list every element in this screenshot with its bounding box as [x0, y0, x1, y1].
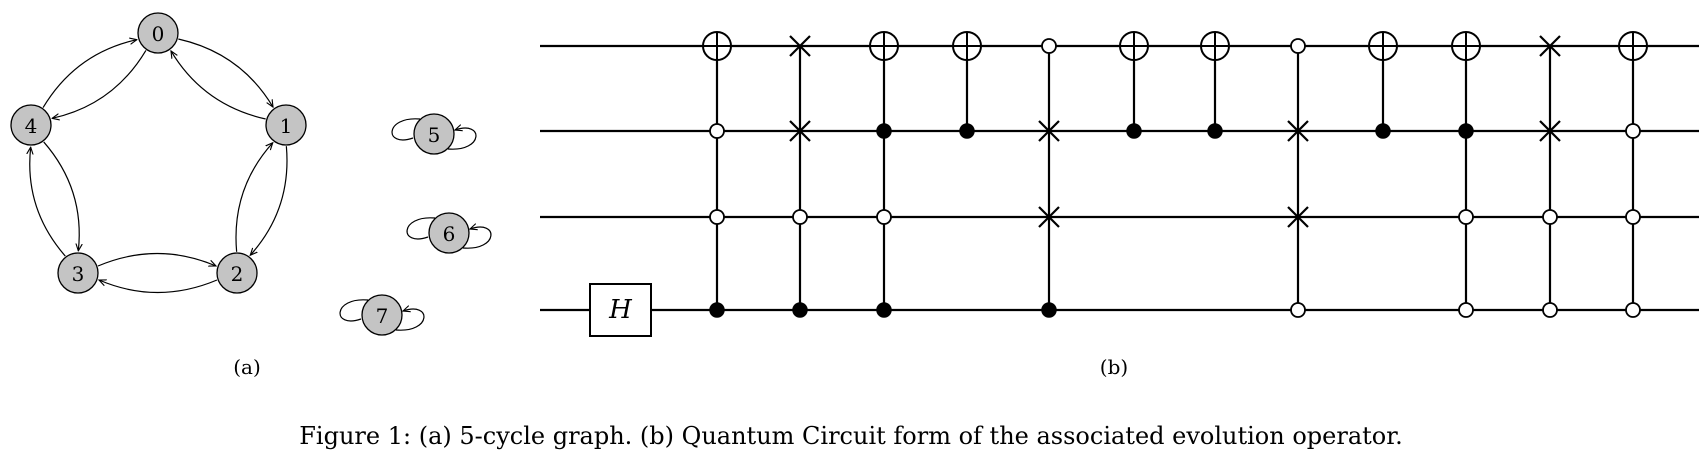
self-loop-edge [406, 217, 492, 249]
node-label: 0 [152, 22, 165, 46]
gate-column-7 [1200, 31, 1230, 139]
control-dot-open [1625, 123, 1641, 139]
graph-edge [99, 280, 218, 294]
circuit-sublabel: (b) [1100, 355, 1128, 379]
control-dot-open [1542, 302, 1558, 318]
graph-node-6: 6 [428, 212, 470, 254]
h-gate-label: H [608, 295, 633, 325]
swap-cross [789, 35, 811, 57]
graph-node-5: 5 [413, 113, 455, 155]
control-dot-open [1290, 302, 1306, 318]
node-circle [57, 252, 99, 294]
control-dot-open [1542, 209, 1558, 225]
control-dot-open [1458, 209, 1474, 225]
node-circle [137, 12, 179, 54]
control-dot-filled [1041, 302, 1057, 318]
swap-cross [1038, 120, 1060, 142]
graph-edge [97, 252, 216, 267]
gate-column-11 [1539, 35, 1561, 318]
graph-panel: 0 1 2 3 4 5 6 7 (a) [10, 12, 492, 379]
self-loop-edge [339, 299, 425, 331]
graph-node-1: 1 [265, 104, 307, 146]
graph-nodes: 0 1 2 3 4 5 6 7 [10, 12, 470, 336]
node-circle [428, 212, 470, 254]
graph-node-2: 2 [216, 252, 258, 294]
node-label: 7 [376, 304, 389, 328]
gate-column-9 [1368, 31, 1398, 139]
node-circle [10, 104, 52, 146]
control-dot-filled [709, 302, 725, 318]
graph-edge [171, 51, 266, 120]
node-label: 4 [25, 114, 38, 138]
node-circle [265, 104, 307, 146]
gate-column-6 [1119, 31, 1149, 139]
figure-caption: Figure 1: (a) 5-cycle graph. (b) Quantum… [299, 422, 1402, 450]
node-circle [361, 294, 403, 336]
graph-node-3: 3 [57, 252, 99, 294]
gate-column-4 [952, 31, 982, 139]
control-dot-open [1041, 38, 1057, 54]
gate-column-3 [869, 31, 899, 318]
h-gate-box [589, 283, 652, 337]
control-dot-open [709, 209, 725, 225]
control-dot-open [876, 209, 892, 225]
graph-edge [235, 143, 273, 252]
graph-edge [178, 38, 273, 107]
gate-column-2 [789, 35, 811, 318]
circuit-panel: H (b) [540, 31, 1699, 379]
gate-column-10 [1451, 31, 1481, 318]
node-circle [413, 113, 455, 155]
circuit-wires [540, 44, 1699, 312]
graph-sublabel: (a) [233, 355, 261, 379]
control-dot-filled [792, 302, 808, 318]
graph-node-0: 0 [137, 12, 179, 54]
control-dot-filled [876, 302, 892, 318]
h-gate: H [589, 283, 652, 337]
node-label: 1 [280, 114, 293, 138]
graph-edge [30, 147, 66, 257]
swap-cross [1287, 120, 1309, 142]
gate-column-12 [1618, 31, 1648, 318]
graph-node-4: 4 [10, 104, 52, 146]
graph-edge [52, 50, 147, 118]
swap-cross [789, 120, 811, 142]
graph-edge [43, 141, 80, 251]
gate-column-1 [702, 31, 732, 318]
swap-cross [1287, 206, 1309, 228]
node-circle [216, 252, 258, 294]
node-label: 2 [231, 262, 244, 286]
control-dot-open [709, 123, 725, 139]
swap-cross [1038, 206, 1060, 228]
control-dot-filled [876, 123, 892, 139]
control-dot-open [1458, 302, 1474, 318]
node-label: 3 [72, 262, 85, 286]
control-dot-open [1290, 38, 1306, 54]
control-dot-open [792, 209, 808, 225]
self-loop-edge [391, 118, 477, 150]
swap-cross [1539, 120, 1561, 142]
control-dot-filled [1458, 123, 1474, 139]
control-dot-filled [1126, 123, 1142, 139]
graph-node-7: 7 [361, 294, 403, 336]
gate-column-8 [1287, 38, 1309, 318]
graph-edges [30, 38, 492, 331]
control-dot-filled [1375, 123, 1391, 139]
control-dot-filled [959, 123, 975, 139]
control-dot-open [1625, 209, 1641, 225]
graph-edge [42, 40, 137, 108]
control-dot-open [1625, 302, 1641, 318]
circuit-gates [702, 31, 1648, 318]
node-label: 6 [443, 222, 456, 246]
swap-cross [1539, 35, 1561, 57]
control-dot-filled [1207, 123, 1223, 139]
graph-edge [250, 146, 288, 255]
node-label: 5 [428, 123, 441, 147]
gate-column-5 [1038, 38, 1060, 318]
